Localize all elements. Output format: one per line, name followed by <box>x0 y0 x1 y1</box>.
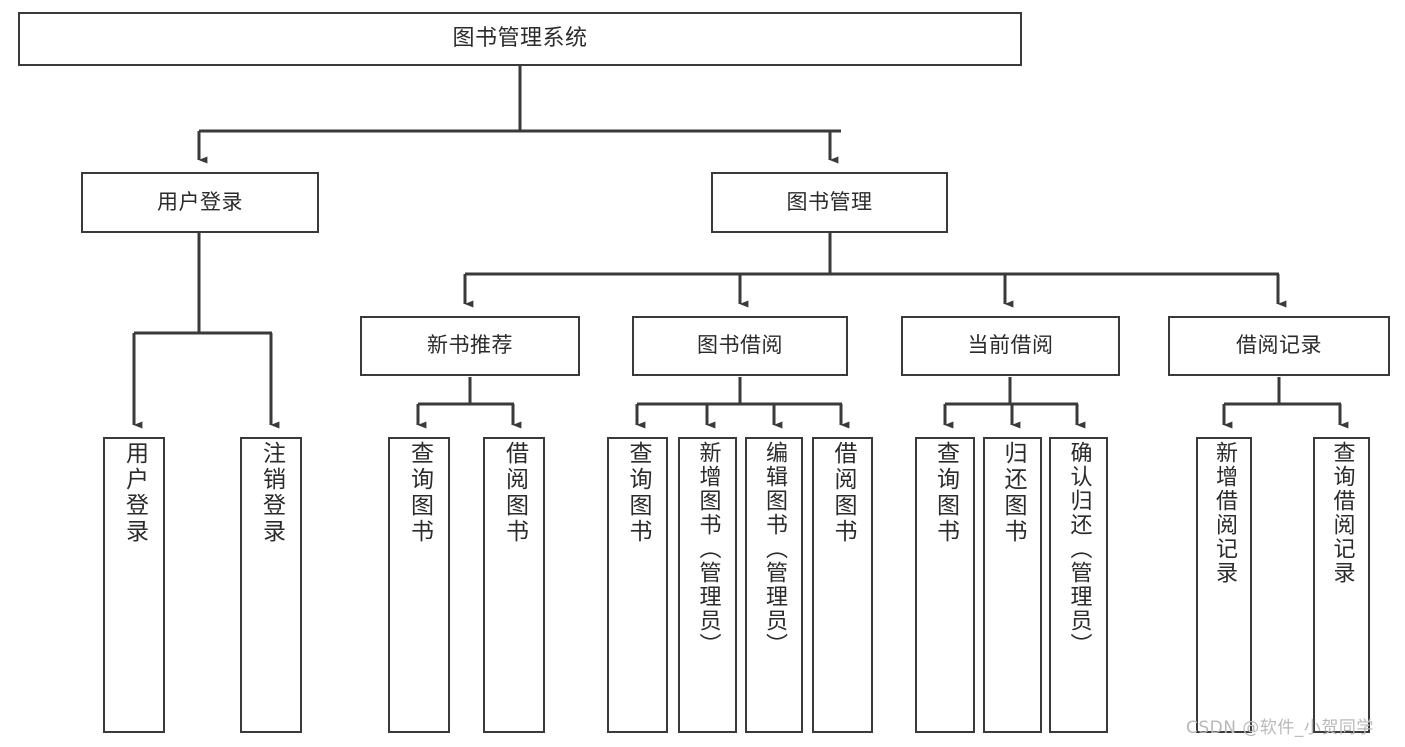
leaf-query-book-recommend[interactable]: 查询图书 <box>388 437 450 733</box>
csdn-watermark: CSDN @软件_小贺同学 <box>1186 718 1374 738</box>
leaf-edit-book-admin-label: 编辑图书（管理员） <box>762 441 787 657</box>
node-new-book-recommend-label: 新书推荐 <box>427 333 513 358</box>
node-root[interactable]: 图书管理系统 <box>18 12 1022 66</box>
leaf-user-login[interactable]: 用户登录 <box>103 437 165 733</box>
node-user-login-module-label: 用户登录 <box>157 189 243 214</box>
leaf-user-logout[interactable]: 注销登录 <box>240 437 302 733</box>
leaf-lend-book[interactable]: 借阅图书 <box>812 437 873 733</box>
leaf-borrow-book-recommend-label: 借阅图书 <box>501 441 528 545</box>
leaf-confirm-return-admin[interactable]: 确认归还（管理员） <box>1049 437 1108 733</box>
node-book-management-module-label: 图书管理 <box>786 189 873 214</box>
leaf-confirm-return-admin-label: 确认归还（管理员） <box>1066 441 1092 657</box>
leaf-return-book[interactable]: 归还图书 <box>983 437 1042 733</box>
leaf-query-book-current-label: 查询图书 <box>932 441 959 545</box>
node-book-management-module[interactable]: 图书管理 <box>711 172 948 233</box>
leaf-add-borrow-record[interactable]: 新增借阅记录 <box>1196 437 1252 733</box>
leaf-query-book-current[interactable]: 查询图书 <box>915 437 975 733</box>
node-current-borrow[interactable]: 当前借阅 <box>901 316 1120 376</box>
leaf-query-borrow-record-label: 查询借阅记录 <box>1329 441 1355 585</box>
leaf-add-book-admin-label: 新增图书（管理员） <box>695 441 721 657</box>
node-borrow-record[interactable]: 借阅记录 <box>1168 316 1390 376</box>
leaf-query-borrow-record[interactable]: 查询借阅记录 <box>1313 437 1370 733</box>
leaf-return-book-label: 归还图书 <box>1000 441 1026 545</box>
node-book-borrow[interactable]: 图书借阅 <box>632 316 848 376</box>
leaf-borrow-book-recommend[interactable]: 借阅图书 <box>483 437 545 733</box>
node-current-borrow-label: 当前借阅 <box>967 333 1054 358</box>
leaf-query-book-borrow[interactable]: 查询图书 <box>607 437 668 733</box>
node-borrow-record-label: 借阅记录 <box>1236 333 1322 358</box>
node-book-borrow-label: 图书借阅 <box>697 333 783 358</box>
leaf-lend-book-label: 借阅图书 <box>830 441 856 545</box>
leaf-user-login-label: 用户登录 <box>121 441 148 545</box>
node-root-label: 图书管理系统 <box>452 25 588 51</box>
leaf-edit-book-admin[interactable]: 编辑图书（管理员） <box>745 437 803 733</box>
node-new-book-recommend[interactable]: 新书推荐 <box>360 316 580 376</box>
leaf-add-book-admin[interactable]: 新增图书（管理员） <box>678 437 737 733</box>
leaf-add-borrow-record-label: 新增借阅记录 <box>1212 441 1237 585</box>
node-user-login-module[interactable]: 用户登录 <box>81 172 319 233</box>
leaf-query-book-recommend-label: 查询图书 <box>406 441 433 545</box>
leaf-user-logout-label: 注销登录 <box>258 441 285 545</box>
leaf-query-book-borrow-label: 查询图书 <box>625 441 651 545</box>
